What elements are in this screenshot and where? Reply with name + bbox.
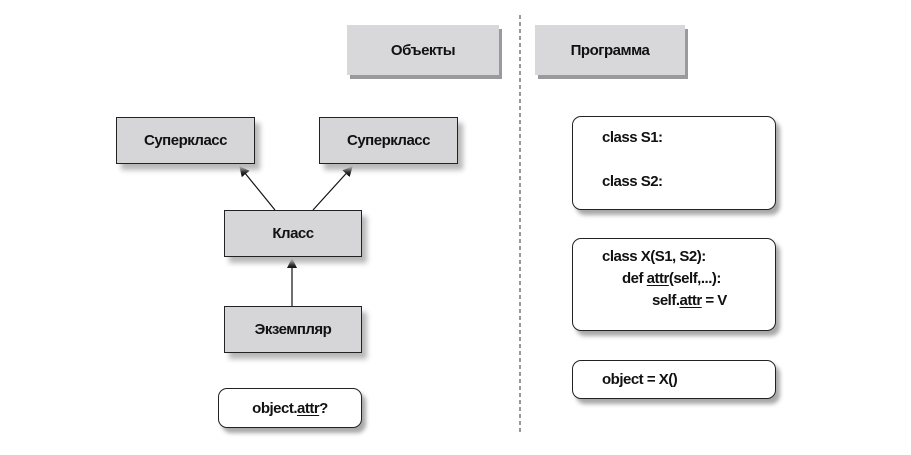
code-def-prefix: def (622, 270, 647, 287)
attribute-query-box: object.attr? (218, 388, 362, 428)
query-prefix: object. (252, 399, 297, 417)
code-assign-attr: attr (679, 292, 703, 309)
code-def-suffix: (self,...): (668, 270, 722, 287)
code-instantiate: object = X() (602, 371, 678, 388)
code-class-s1: class S1: (602, 129, 663, 146)
instance-box: Экземпляр (224, 306, 362, 353)
superclass-left-box: Суперкласс (116, 117, 255, 164)
superclass-right-box: Суперкласс (319, 117, 458, 164)
program-header: Программа (535, 25, 685, 75)
superclass-code-box: class S1: class S2: (572, 116, 776, 210)
class-box: Класс (224, 210, 362, 257)
query-attr: attr (297, 399, 320, 417)
code-class-x: class X(S1, S2): (602, 248, 706, 265)
class-code-box: class X(S1, S2): def attr(self,...): sel… (572, 238, 776, 331)
arrow-class-to-superclass-right (312, 166, 353, 211)
code-assign-suffix: = V (701, 292, 727, 309)
query-suffix: ? (319, 399, 328, 417)
objects-header: Объекты (347, 25, 499, 75)
code-class-s2: class S2: (602, 173, 663, 190)
arrow-class-to-superclass-left (239, 166, 276, 211)
code-assign-prefix: self. (652, 292, 680, 309)
instantiate-code-box: object = X() (572, 360, 776, 399)
code-def-line: def attr(self,...): (602, 268, 775, 290)
code-assign-line: self.attr = V (602, 290, 775, 312)
code-def-attr: attr (646, 270, 670, 287)
